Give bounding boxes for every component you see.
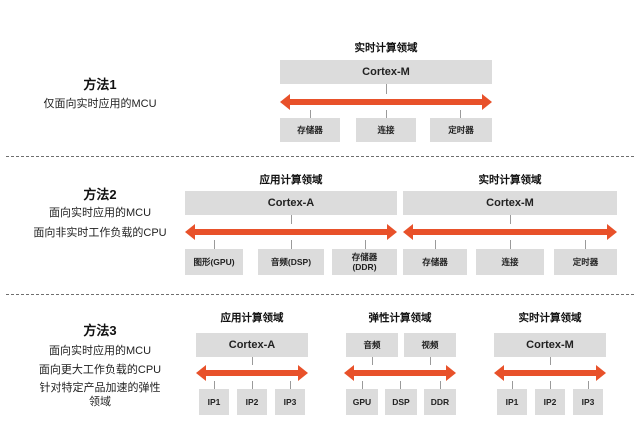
m3-app-domain-label: 应用计算领域 [220, 312, 284, 324]
m2-sub-ddr: 存储器 (DDR) [332, 249, 397, 275]
m1-bus-arrow [280, 94, 492, 110]
m2-rt-sub-memory: 存储器 [403, 249, 467, 275]
m2-sub-gpu: 图形(GPU) [185, 249, 243, 275]
m2-rt-sub-timer: 定时器 [554, 249, 617, 275]
m3-rt-sub-ip3: IP3 [573, 389, 603, 415]
m3-cortex-a-box: Cortex-A [196, 333, 308, 357]
method2-desc-1: 面向实时应用的MCU [48, 207, 152, 219]
m3-elastic-top-audio: 音频 [346, 333, 398, 357]
method3-desc-2: 面向更大工作负载的CPU [38, 364, 162, 376]
m2-app-bus-arrow [185, 224, 397, 240]
m2-sub-dsp: 音频(DSP) [258, 249, 324, 275]
m3-cortex-m-box: Cortex-M [494, 333, 606, 357]
m3-realtime-domain-label: 实时计算领域 [518, 312, 582, 324]
m3-realtime-bus-arrow [494, 365, 606, 381]
m2-rt-sub-connect: 连接 [476, 249, 544, 275]
m3-app-sub-ip3: IP3 [275, 389, 305, 415]
m1-sub-memory: 存储器 [280, 118, 340, 142]
m3-rt-sub-ip2: IP2 [535, 389, 565, 415]
m2-realtime-domain-label: 实时计算领域 [478, 174, 542, 186]
method1-title: 方法1 [83, 77, 117, 92]
m3-app-sub-ip1: IP1 [199, 389, 229, 415]
m1-realtime-domain-label: 实时计算领域 [354, 42, 418, 54]
method3-desc-3: 针对特定产品加速的弹性 领域 [39, 382, 161, 408]
m2-realtime-bus-arrow [403, 224, 617, 240]
method3-title: 方法3 [83, 323, 117, 338]
divider-2 [6, 294, 634, 295]
m1-connector [386, 84, 387, 94]
m2-app-domain-label: 应用计算领域 [259, 174, 323, 186]
m1-sub-connect: 连接 [356, 118, 416, 142]
m3-elastic-sub-gpu: GPU [346, 389, 378, 415]
m3-rt-sub-ip1: IP1 [497, 389, 527, 415]
m2-cortex-m-box: Cortex-M [403, 191, 617, 215]
method2-title: 方法2 [83, 187, 117, 202]
m3-elastic-domain-label: 弹性计算领域 [368, 312, 432, 324]
m3-elastic-top-video: 视频 [404, 333, 456, 357]
method2-desc-2: 面向非实时工作负载的CPU [33, 227, 167, 239]
m3-app-sub-ip2: IP2 [237, 389, 267, 415]
m3-elastic-sub-dsp: DSP [385, 389, 417, 415]
method3-desc-1: 面向实时应用的MCU [48, 345, 152, 357]
m1-cortex-m-box: Cortex-M [280, 60, 492, 84]
method1-desc: 仅面向实时应用的MCU [43, 98, 157, 110]
m2-cortex-a-box: Cortex-A [185, 191, 397, 215]
m1-sub-timer: 定时器 [430, 118, 492, 142]
divider-1 [6, 156, 634, 157]
m3-elastic-sub-ddr: DDR [424, 389, 456, 415]
m3-app-bus-arrow [196, 365, 308, 381]
m3-elastic-bus-arrow [344, 365, 456, 381]
